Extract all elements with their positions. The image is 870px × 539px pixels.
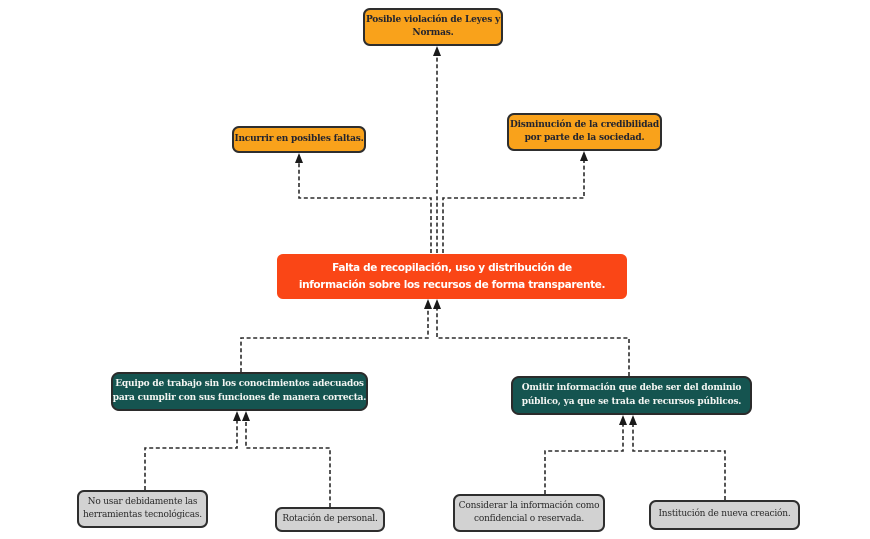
arrowhead-cause-left-a <box>233 411 241 421</box>
node-label-line: Disminución de la credibilidad <box>509 119 660 130</box>
subcause-node-informacion-confidencial: Considerar la información como confidenc… <box>453 494 605 532</box>
node-label-line: Incurrir en posibles faltas. <box>234 133 364 144</box>
cause-node-equipo-trabajo: Equipo de trabajo sin los conocimientos … <box>111 372 368 411</box>
node-label-line: Rotación de personal. <box>282 513 378 524</box>
node-label-line: público, ya que se trata de recursos púb… <box>521 396 742 407</box>
edge-cause-right-to-problem <box>436 309 630 376</box>
node-label-line: Institución de nueva creación. <box>658 509 791 520</box>
node-label-line: No usar debidamente las <box>87 496 198 507</box>
arrowhead-effect-right <box>580 151 588 161</box>
arrowhead-problem-right <box>433 299 441 309</box>
node-label-line: Omitir información que debe ser del domi… <box>521 383 742 393</box>
arrowhead-cause-left-b <box>242 411 250 421</box>
edge-problem-to-effect-left <box>298 163 432 253</box>
node-label-line: información sobre los recursos de forma … <box>298 278 606 291</box>
edge-cause-left-to-problem <box>240 309 429 372</box>
arrowhead-cause-right-b <box>629 415 637 425</box>
edge-subcause4-to-cause-right <box>632 425 726 500</box>
subcause-node-rotacion-personal: Rotación de personal. <box>275 507 385 532</box>
effect-node-disminucion-credibilidad: Disminución de la credibilidad por parte… <box>507 113 662 151</box>
effect-node-incurrir-faltas: Incurrir en posibles faltas. <box>232 126 366 153</box>
node-label-line: Considerar la información como <box>458 500 600 511</box>
node-label-line: herramientas tecnológicas. <box>83 510 202 520</box>
subcause-node-institucion-nueva: Institución de nueva creación. <box>649 500 800 530</box>
node-label-line: por parte de la sociedad. <box>524 133 645 143</box>
arrowhead-problem-left <box>424 299 432 309</box>
edge-problem-to-effect-right <box>442 161 585 253</box>
edge-subcause2-to-cause-left <box>245 421 331 507</box>
subcause-node-herramientas-tecnologicas: No usar debidamente las herramientas tec… <box>77 490 208 528</box>
arrowhead-effect-left <box>295 153 303 163</box>
node-label-line: confidencial o reservada. <box>474 514 584 524</box>
effect-node-posible-violacion: Posible violación de Leyes y Normas. <box>363 8 503 46</box>
cause-node-omitir-informacion: Omitir información que debe ser del domi… <box>511 376 752 415</box>
node-label-line: Normas. <box>412 28 454 38</box>
central-problem-node: Falta de recopilación, uso y distribució… <box>277 254 627 299</box>
arrowhead-effect-top <box>433 46 441 56</box>
edge-subcause3-to-cause-right <box>544 425 624 494</box>
node-label-line: Posible violación de Leyes y <box>365 14 501 25</box>
node-label-line: para cumplir con sus funciones de manera… <box>112 392 367 403</box>
edge-subcause1-to-cause-left <box>144 421 238 490</box>
node-label-line: Falta de recopilación, uso y distribució… <box>332 262 572 275</box>
arrowhead-cause-right-a <box>619 415 627 425</box>
node-label-line: Equipo de trabajo sin los conocimientos … <box>115 379 364 389</box>
